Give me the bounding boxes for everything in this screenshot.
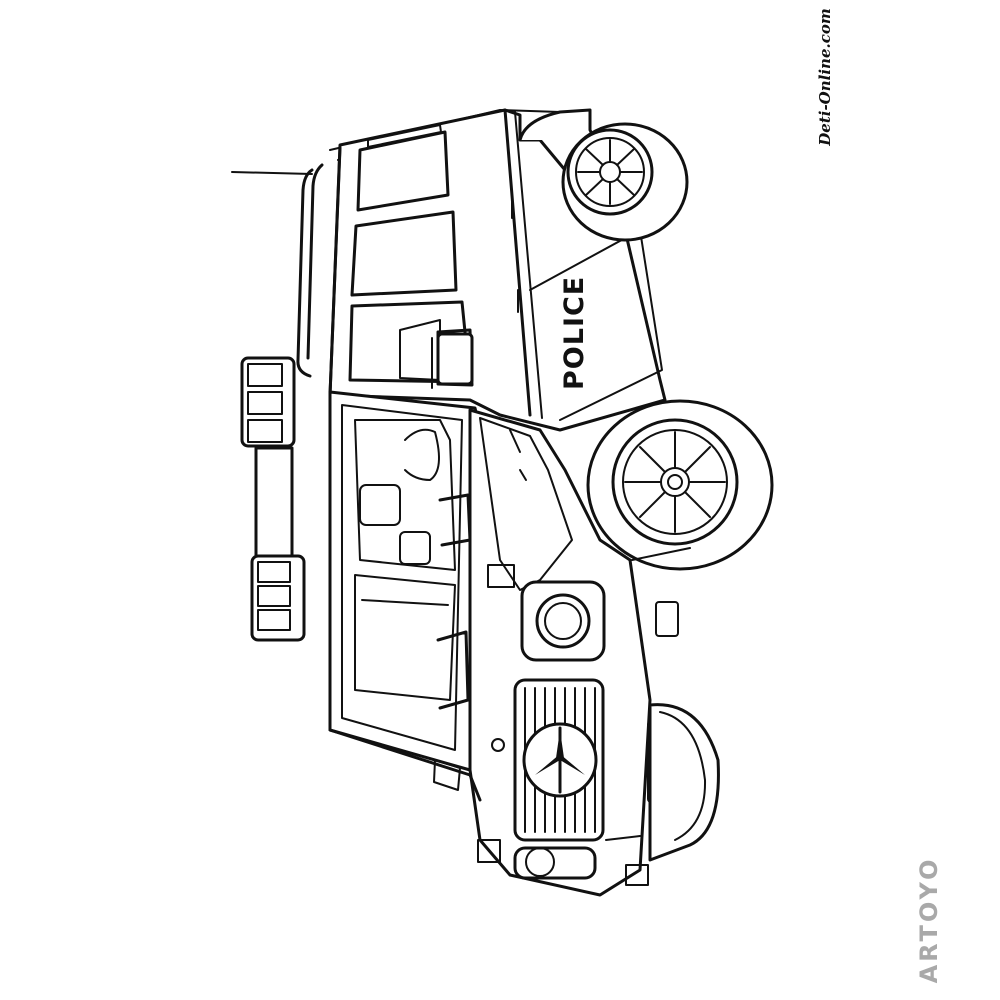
side-mirror bbox=[436, 332, 474, 386]
rear-spare-carrier bbox=[240, 356, 306, 642]
hood-and-grille bbox=[468, 408, 679, 897]
side-windows bbox=[348, 124, 474, 389]
antenna bbox=[231, 171, 313, 175]
site-watermark-text: Deti-Online.com bbox=[816, 8, 834, 146]
police-label: POLICE bbox=[559, 276, 590, 390]
front-wheel bbox=[586, 399, 774, 571]
door-interior bbox=[354, 419, 456, 701]
police-decal: POLICE bbox=[529, 229, 663, 421]
underbody bbox=[328, 547, 691, 802]
site-watermark: Deti-Online.com bbox=[812, 8, 838, 145]
brand-watermark: ARTOYO bbox=[912, 857, 946, 984]
rear-wheel bbox=[518, 108, 689, 242]
brand-watermark-text: ARTOYO bbox=[915, 856, 943, 984]
far-front-wheel bbox=[648, 703, 720, 862]
